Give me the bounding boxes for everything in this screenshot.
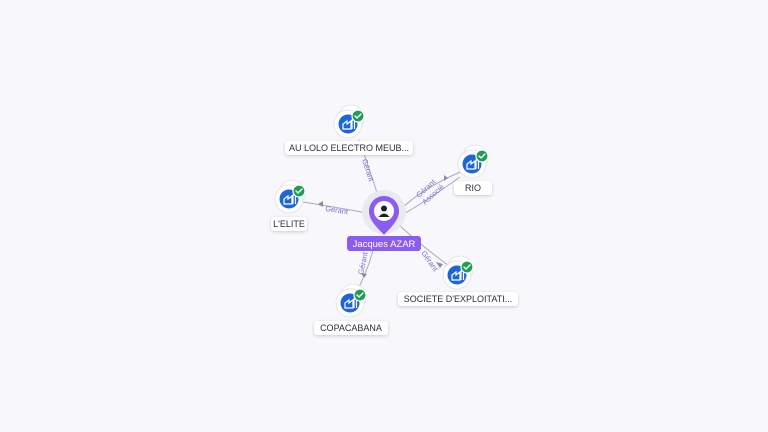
arrow-societe <box>436 262 443 268</box>
edge-rio-associe <box>401 176 461 216</box>
edge-label-societe: Gérant <box>419 249 440 274</box>
company-nodes: AU LOLO ELECTRO MEUB... RIO L'ELITE COPACAB… <box>271 104 518 335</box>
check-icon <box>460 260 474 274</box>
company-label: SOCIETE D'EXPLOITATI... <box>404 294 512 304</box>
company-label-box <box>454 181 492 195</box>
company-label-box <box>398 292 518 306</box>
company-label-box <box>314 321 388 335</box>
company-label: L'ELITE <box>273 219 305 229</box>
company-node-rio[interactable]: RIO <box>454 144 492 195</box>
arrow-rio <box>444 175 448 181</box>
edge-label-au-lolo: Gérant <box>360 158 376 183</box>
edge-label-lelite: Gérant <box>325 204 350 216</box>
check-icon <box>475 149 489 163</box>
edge-label-copacabana: Gérant <box>356 250 370 275</box>
center-node[interactable]: Jacques AZAR <box>347 190 421 251</box>
company-node-copacabana[interactable]: COPACABANA <box>314 283 388 335</box>
company-label-box <box>285 141 413 155</box>
company-node-au-lolo[interactable]: AU LOLO ELECTRO MEUB... <box>285 104 413 155</box>
check-icon <box>353 288 367 302</box>
check-icon <box>351 109 365 123</box>
arrow-lelite <box>318 201 323 207</box>
check-icon <box>292 184 306 198</box>
company-label-box <box>271 217 307 231</box>
company-node-lelite[interactable]: L'ELITE <box>271 179 307 231</box>
center-label-box <box>347 236 421 251</box>
person-icon <box>378 205 390 217</box>
edge-lelite <box>302 201 368 214</box>
company-node-societe[interactable]: SOCIETE D'EXPLOITATI... <box>398 255 518 306</box>
company-label: AU LOLO ELECTRO MEUB... <box>289 143 409 153</box>
company-label: RIO <box>465 183 481 193</box>
arrow-copacabana <box>361 273 367 278</box>
center-name: Jacques AZAR <box>353 239 416 250</box>
company-label: COPACABANA <box>320 323 382 333</box>
